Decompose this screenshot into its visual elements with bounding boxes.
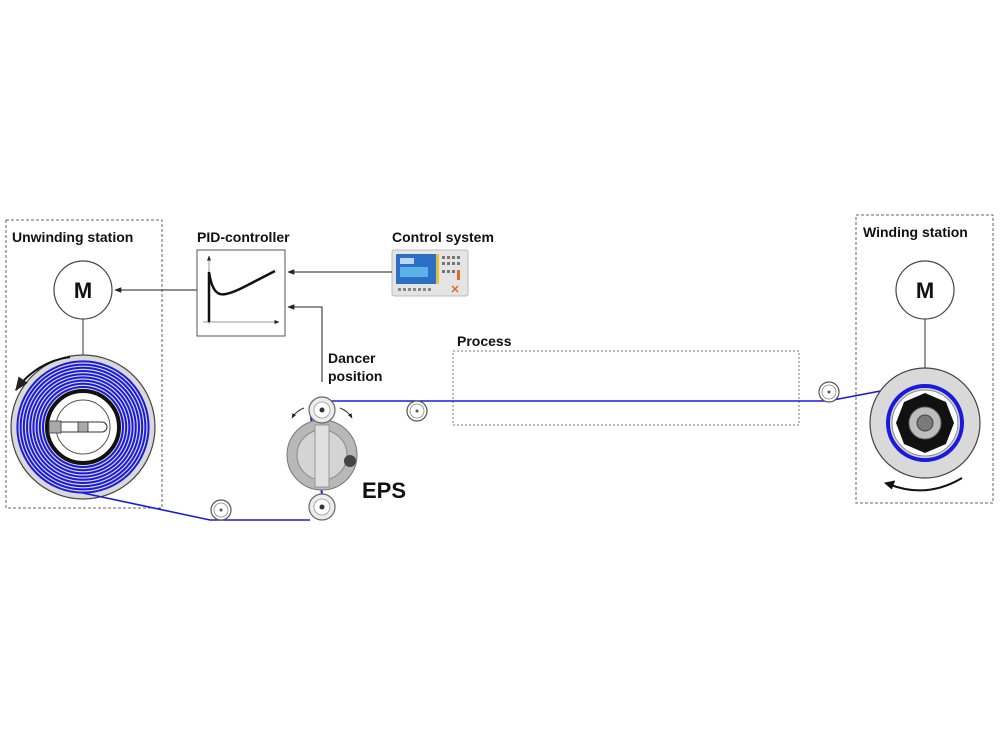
pid-response-curve xyxy=(207,269,276,322)
control-system: Control system xyxy=(391,229,494,297)
unwinding-rotation-arrow-icon xyxy=(15,356,71,392)
dancer-roller-bottom xyxy=(308,493,336,521)
dancer-swing-right-arrow-icon xyxy=(339,407,353,419)
unwinding-web-coil xyxy=(16,360,150,494)
eps-knob xyxy=(344,455,356,467)
pid-controller-title: PID-controller xyxy=(197,229,290,245)
eps-dancer-unit: EPS xyxy=(286,396,406,521)
coil-ring xyxy=(19,363,147,491)
idler-roller-3 xyxy=(818,381,840,403)
winding-motor-label: M xyxy=(916,278,934,303)
web-path xyxy=(82,384,913,521)
dancer-to-pid-arrow xyxy=(287,304,323,382)
eps-dancer-arm xyxy=(314,424,330,488)
winding-arrow-head xyxy=(883,480,896,490)
process-title: Process xyxy=(457,333,512,349)
unwinding-station-title: Unwinding station xyxy=(12,229,133,245)
coil-ring xyxy=(22,366,144,488)
web-segment-unwind xyxy=(82,492,310,521)
winding-rotation-arrow-icon xyxy=(885,477,963,492)
winding-station: Winding station M xyxy=(855,214,994,504)
dancer-position-label-line1: Dancer xyxy=(328,350,376,366)
process-box xyxy=(452,350,800,426)
coil-ring xyxy=(32,376,134,478)
winding-station-border xyxy=(855,214,994,504)
coil-ring xyxy=(42,386,124,468)
process: Process xyxy=(452,333,800,426)
control-system-title: Control system xyxy=(392,229,494,245)
unwinding-motor-label: M xyxy=(74,278,92,303)
winding-station-title: Winding station xyxy=(863,224,968,240)
idler-roller-1 xyxy=(210,499,232,521)
coil-ring xyxy=(35,379,131,475)
chuck-block-right xyxy=(77,421,89,433)
eps-label: EPS xyxy=(362,478,406,503)
unwinding-station: Unwinding station M xyxy=(5,219,163,509)
pid-controller: PID-controller xyxy=(196,229,290,337)
coil-ring xyxy=(38,382,128,472)
idler-roller-2 xyxy=(406,400,428,422)
winding-web-coil xyxy=(886,384,964,462)
coil-ring xyxy=(26,370,140,484)
dancer-roller-top xyxy=(308,396,336,424)
dancer-position-label-line2: position xyxy=(328,368,382,384)
dancer-swing-left-arrow-icon xyxy=(291,407,305,419)
coil-ring xyxy=(29,373,137,481)
chuck-block-left xyxy=(48,420,62,434)
coil-ring xyxy=(16,360,150,494)
control-panel-icon xyxy=(391,249,469,297)
unwinding-station-border xyxy=(5,219,163,509)
